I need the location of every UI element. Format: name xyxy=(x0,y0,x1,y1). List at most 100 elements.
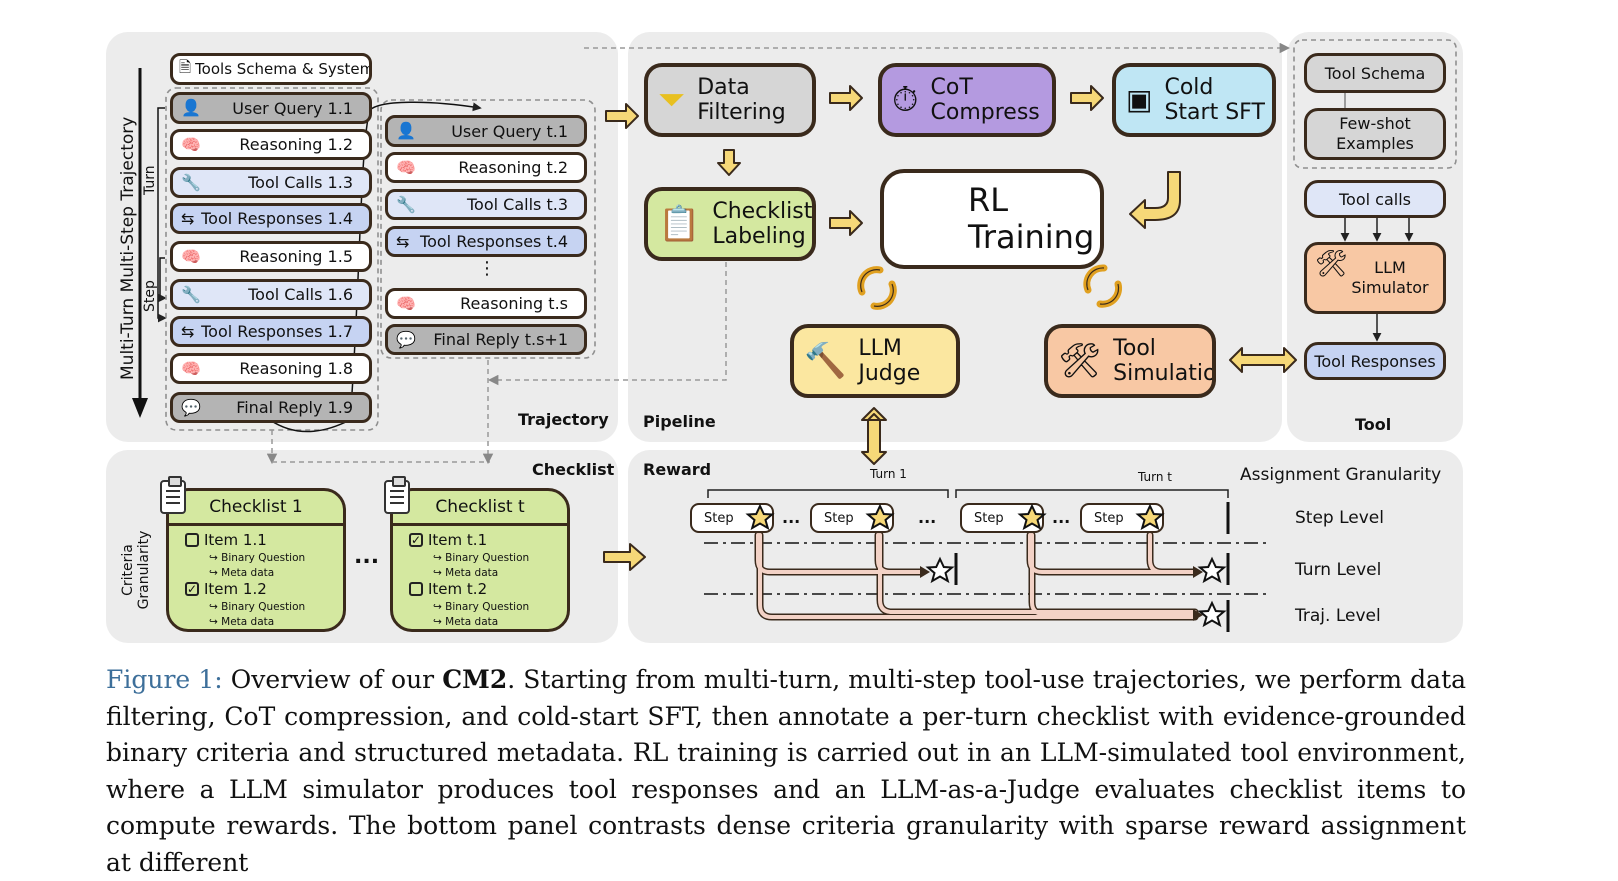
arrow-traj-to-pipeline xyxy=(605,103,639,129)
trajectory-axis-label: Multi-Turn Multi-Step Trajectory xyxy=(118,116,138,380)
turn1-item: 👤 User Query 1.1 xyxy=(170,92,372,124)
turn1-item: ⇆Tool Responses 1.7 xyxy=(170,316,372,347)
figure-label: Figure 1: xyxy=(106,665,223,694)
brain-icon: 🧠 xyxy=(181,246,201,266)
turn-level-label: Turn Level xyxy=(1295,560,1382,580)
checklist-card-t: Checklist t ✓Item t.1 ↪ Binary Question … xyxy=(390,488,570,632)
turnt-item-label: Reasoning t.s xyxy=(460,294,568,313)
tools-schema-box: 🗎Tools Schema & System xyxy=(170,53,372,85)
tools-icon: 🛠 xyxy=(1315,249,1349,279)
turnt-group xyxy=(380,99,596,359)
tool-responses-label: Tool Responses xyxy=(1314,351,1436,371)
cold-start-box: ▣Cold Start SFT xyxy=(1112,63,1276,137)
turn-bracket xyxy=(157,107,167,323)
turn1-item-label: Tool Responses 1.4 xyxy=(201,209,353,228)
tool-simulation-box: 🛠Tool Simulation xyxy=(1044,324,1216,398)
star-icon xyxy=(925,556,1227,628)
turn1-item-label: User Query 1.1 xyxy=(232,98,353,118)
turnt-label: Turn t xyxy=(1138,470,1172,484)
user-icon: 👤 xyxy=(181,98,201,117)
checklist-item: ✓Item 1.2 xyxy=(185,580,267,598)
meta-data-text: Meta data xyxy=(221,567,275,579)
binary-question-label: ↪ Binary Question xyxy=(209,552,306,564)
checklist-panel-label: Checklist xyxy=(532,460,615,479)
checkbox-checked-icon: ✓ xyxy=(185,582,199,596)
trajectory-axis-arrowhead xyxy=(132,398,148,418)
clipboard-icon: 📋 xyxy=(658,204,701,244)
data-filtering-label: Data Filtering xyxy=(697,74,786,125)
checklist-item-label: Item t.1 xyxy=(428,531,488,549)
swap-arrows-icon: ⇆ xyxy=(181,208,195,228)
turnt-item-label: Final Reply t.s+1 xyxy=(433,330,568,349)
turn1-item: 🧠Reasoning 1.8 xyxy=(170,353,372,384)
meta-data-label: ↪ Meta data xyxy=(433,567,499,579)
turnt-item-label: Reasoning t.2 xyxy=(458,158,568,177)
reward-step-box: Step xyxy=(1080,503,1164,533)
arrow-filter-to-cot xyxy=(829,85,863,111)
turnt-ellipsis: ⋮ xyxy=(478,258,496,279)
meta-data-label: ↪ Meta data xyxy=(209,567,275,579)
checklist-item-label: Item t.2 xyxy=(428,580,488,598)
binary-question-label: ↪ Binary Question xyxy=(433,601,530,613)
few-shot-label: Few-shot Examples xyxy=(1336,114,1414,153)
step-level-label: Step Level xyxy=(1295,508,1384,528)
checklist-card-divider xyxy=(393,523,567,526)
turn1-item-label: Tool Responses 1.7 xyxy=(201,322,353,341)
gavel-icon: 🔨 xyxy=(804,341,847,381)
criteria-granularity-text: Criteria Granularity xyxy=(120,530,153,610)
chat-icon: 💬 xyxy=(396,329,416,349)
turn1-item: 🔧Tool Calls 1.6 xyxy=(170,279,372,310)
checkbox-empty-icon xyxy=(409,582,423,596)
assignment-granularity-label: Assignment Granularity xyxy=(1240,465,1442,485)
meta-data-text: Meta data xyxy=(221,616,275,628)
checklist-card-1: Checklist 1 Item 1.1 ↪ Binary Question ↪… xyxy=(166,488,346,632)
turnt-item: ⇆Tool Responses t.4 xyxy=(385,226,587,257)
checklist-ellipsis: ... xyxy=(354,544,380,569)
checklist-card-divider xyxy=(169,523,343,526)
cot-compress-label: CoT Compress xyxy=(930,74,1040,125)
reward-step-box: Step xyxy=(810,503,894,533)
turnt-item: 🔧 Tool Calls t.3 xyxy=(385,189,587,220)
tool-calls-box: Tool calls xyxy=(1304,180,1446,218)
binary-question-label: ↪ Binary Question xyxy=(433,552,530,564)
caption-bold: CM2 xyxy=(442,665,508,694)
checklist-item: ✓ Item t.1 xyxy=(409,531,487,549)
tool-panel-label: Tool xyxy=(1355,415,1392,434)
checklist-item-label: Item 1.1 xyxy=(204,531,267,549)
meta-data-label: ↪ Meta data xyxy=(209,616,275,628)
tool-dashed-group xyxy=(1293,39,1457,169)
checkbox-checked-icon: ✓ xyxy=(409,533,423,547)
checklist-item: Item t.2 xyxy=(409,580,487,598)
data-filtering-box: ⏷Data Filtering xyxy=(644,63,816,137)
turnt-item: 🧠 Reasoning t.2 xyxy=(385,152,587,183)
checklist-labeling-box: 📋Checklist Labeling xyxy=(644,187,816,261)
reward-ellipsis: ... xyxy=(918,508,937,527)
caption-text: . Starting from multi-turn, multi-step t… xyxy=(106,665,1467,877)
pipeline-panel-label: Pipeline xyxy=(643,412,716,431)
arrow-cot-to-sft xyxy=(1070,85,1104,111)
user-icon: 👤 xyxy=(396,121,416,140)
brain-icon: 🧠 xyxy=(396,157,416,177)
clipboard-icon xyxy=(384,476,410,514)
checklist-item: Item 1.1 xyxy=(185,531,267,549)
llm-simulator-label: LLM Simulator xyxy=(1351,258,1429,297)
document-icon: 🗎 xyxy=(179,57,192,76)
turn1-label: Turn 1 xyxy=(870,467,907,481)
traj-level-label: Traj. Level xyxy=(1295,606,1381,626)
wrench-icon: 🔧 xyxy=(396,194,416,214)
reward-step-label: Step xyxy=(824,510,854,526)
tools-schema-label: Tools Schema & System xyxy=(195,60,372,78)
reward-step-label: Step xyxy=(974,510,1004,526)
reward-ellipsis: ... xyxy=(1052,508,1071,527)
cold-start-label: Cold Start SFT xyxy=(1164,74,1265,125)
turnt-item-label: Tool Calls t.3 xyxy=(467,195,568,214)
turnt-item: 🧠Reasoning t.s xyxy=(385,288,587,319)
tool-schema-label: Tool Schema xyxy=(1324,63,1426,83)
tool-responses-box: Tool Responses xyxy=(1304,342,1446,380)
turn1-item: 💬Final Reply 1.9 xyxy=(170,392,372,423)
criteria-granularity-label: Criteria Granularity xyxy=(120,528,152,612)
binary-question-text: Binary Question xyxy=(221,552,306,564)
dashed-checklist-to-traj xyxy=(487,262,727,386)
turn1-item: 🧠Reasoning 1.2 xyxy=(170,129,372,160)
turn1-item-label: Reasoning 1.2 xyxy=(239,135,353,154)
